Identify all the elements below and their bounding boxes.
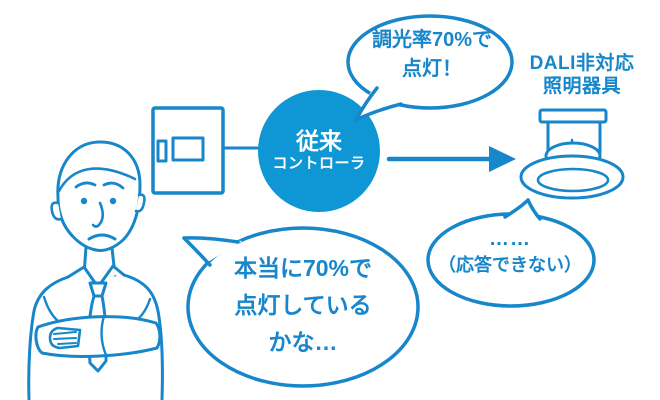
command-line2: 点灯！ bbox=[402, 58, 462, 80]
speech-bubble-thought bbox=[182, 226, 420, 388]
thought-bubble-text: 本当に70%で 点灯している かな… bbox=[190, 246, 416, 364]
speech-bubble-response bbox=[426, 198, 596, 308]
fixture-label: DALI非対応 照明器具 bbox=[512, 52, 652, 98]
fixture-label-line1: DALI非対応 bbox=[529, 53, 635, 74]
speech-bubble-command bbox=[346, 14, 514, 122]
controller-device-icon bbox=[151, 106, 263, 195]
worried-man-icon bbox=[27, 140, 164, 400]
response-line1: …… bbox=[489, 228, 531, 250]
thought-line1: 本当に70%で bbox=[233, 254, 373, 281]
thought-line2: 点灯している bbox=[234, 291, 372, 318]
controller-label-line1: 従来 bbox=[296, 128, 342, 154]
response-line2: （応答できない） bbox=[438, 255, 582, 275]
command-line1: 調光率70%で bbox=[371, 29, 493, 51]
response-bubble-text: …… （応答できない） bbox=[432, 218, 588, 288]
fixture-label-line2: 照明器具 bbox=[542, 76, 621, 97]
command-bubble-text: 調光率70%で 点灯！ bbox=[352, 24, 512, 86]
signal-arrow-icon bbox=[386, 146, 516, 172]
thought-line3: かな… bbox=[268, 328, 338, 355]
light-fixture-icon bbox=[519, 108, 625, 200]
controller-label-line2: コントローラ bbox=[272, 155, 366, 172]
